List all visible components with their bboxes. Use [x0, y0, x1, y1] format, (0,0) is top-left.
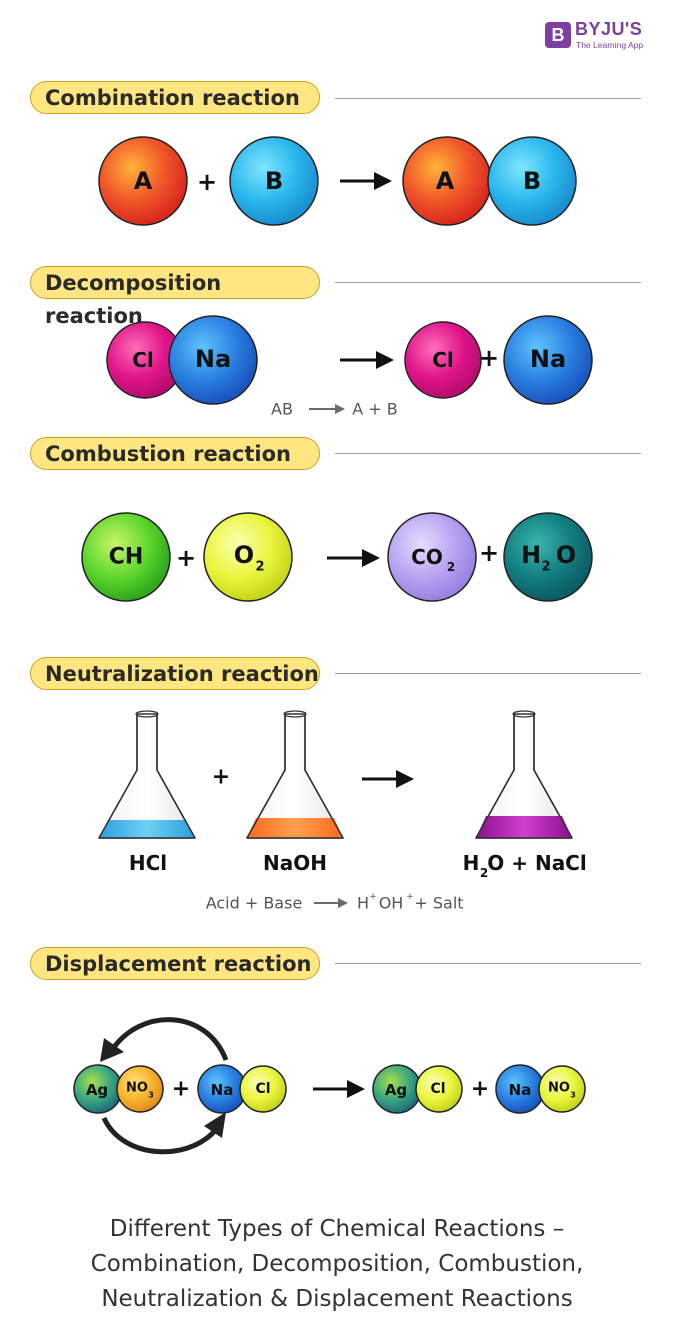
equation-left: Acid + Base	[206, 894, 303, 913]
atom-cl-reactant-label: Cl	[132, 348, 154, 372]
molecule-ch	[81, 512, 171, 602]
reaction-arrow	[362, 770, 414, 788]
brand-name: BYJU'S	[575, 19, 643, 39]
equation-rest: + Salt	[414, 894, 463, 913]
molecule-h2o	[503, 512, 593, 602]
atom-na-reactant-label: Na	[211, 1081, 234, 1099]
reaction-arrow	[327, 549, 380, 567]
molecule-co2	[387, 512, 477, 602]
atom-b-product-label: B	[523, 167, 541, 195]
caption-line-1: Different Types of Chemical Reactions –	[109, 1216, 565, 1242]
equation-right: A + B	[352, 400, 398, 419]
molecule-o2	[203, 512, 293, 602]
product-liquid	[476, 816, 572, 838]
plus-sign: +	[479, 539, 499, 567]
molecule-h2o-label-o: O	[556, 541, 576, 569]
acid-label: HCl	[129, 851, 167, 875]
plus-sign: +	[212, 765, 230, 790]
atom-cl-reactant-label: Cl	[255, 1081, 270, 1097]
reaction-arrow	[340, 172, 392, 190]
combustion-title: Combustion reaction	[30, 437, 320, 470]
atom-a-product-label: A	[436, 167, 455, 195]
brand-tagline: The Learning App	[576, 40, 644, 50]
displacement-diagram: Ag NO 3 + Na Cl Ag Cl + Na NO 3	[73, 1017, 586, 1155]
figure-caption: Different Types of Chemical Reactions – …	[0, 1212, 674, 1317]
atom-na-product-label: Na	[509, 1081, 532, 1099]
atom-no3-reactant-label: NO	[126, 1081, 148, 1096]
combination-divider	[335, 98, 641, 99]
atom-no3-reactant-subscript: 3	[148, 1091, 154, 1100]
acid-flask	[98, 710, 196, 839]
atom-cl-product	[415, 1065, 463, 1113]
caption-line-3: Neutralization & Displacement Reactions	[101, 1286, 573, 1312]
decomposition-diagram: Cl Na Cl + Na AB A + B	[106, 315, 593, 419]
atom-na-product-label: Na	[530, 345, 566, 373]
caption-line-2: Combination, Decomposition, Combustion,	[90, 1251, 584, 1277]
combination-title: Combination reaction	[30, 81, 320, 114]
atom-na-reactant-label: Na	[195, 345, 231, 373]
product-label-rest: O + NaCl	[487, 851, 586, 875]
equation-oh: OH	[379, 894, 404, 913]
displacement-title: Displacement reaction	[30, 947, 320, 980]
atom-na-reactant	[168, 315, 258, 405]
atom-cl-product-label: Cl	[432, 348, 454, 372]
swap-arrow-top	[109, 1017, 229, 1061]
reaction-arrow	[340, 351, 394, 369]
molecule-o2-subscript: 2	[255, 560, 264, 575]
base-liquid	[247, 818, 343, 838]
molecule-h2o-label-h: H	[521, 541, 541, 569]
decomposition-divider	[335, 282, 641, 283]
plus-sign: +	[479, 344, 499, 372]
neutralization-diagram: + HCl NaOH H 2 O + NaCl	[98, 710, 587, 913]
equation-sup2: +	[406, 892, 414, 902]
brand-logo-icon: B	[545, 22, 571, 48]
atom-no3-reactant	[116, 1065, 164, 1113]
decomposition-title: Decomposition reaction	[30, 266, 320, 328]
base-flask	[246, 710, 344, 839]
base-label: NaOH	[263, 851, 327, 875]
molecule-co2-subscript: 2	[447, 560, 455, 574]
atom-ag-product-label: Ag	[385, 1081, 407, 1099]
atom-b-product	[487, 136, 577, 226]
atom-ag-reactant-label: Ag	[86, 1081, 108, 1099]
combination-diagram: A + B A B	[98, 136, 577, 226]
atom-b-reactant-label: B	[265, 167, 283, 195]
neutralization-divider	[335, 673, 641, 674]
atom-cl-product-label: Cl	[430, 1081, 445, 1097]
atom-a-reactant	[98, 136, 188, 226]
atom-cl-product	[404, 321, 482, 399]
acid-liquid	[99, 820, 195, 838]
molecule-co2-label: CO	[411, 545, 443, 569]
atom-no3-product-subscript: 3	[570, 1091, 576, 1100]
neutralization-title: Neutralization reaction	[30, 657, 320, 690]
product-flask	[475, 710, 573, 839]
plus-sign: +	[471, 1077, 489, 1102]
molecule-h2o-subscript: 2	[541, 560, 550, 575]
brand-logo: B BYJU'S The Learning App	[545, 19, 655, 54]
plus-sign: +	[176, 544, 196, 572]
equation-sup1: +	[369, 892, 377, 902]
molecule-ch-label: CH	[109, 545, 144, 570]
plus-sign: +	[197, 168, 217, 196]
swap-arrow-bottom	[101, 1116, 223, 1155]
combustion-divider	[335, 453, 641, 454]
swap-arrow-top-head	[100, 1038, 124, 1062]
combustion-diagram: CH + O 2 CO 2 + H 2 O	[81, 512, 593, 602]
equation-h: H	[357, 894, 369, 913]
plus-sign: +	[172, 1077, 190, 1102]
displacement-divider	[335, 963, 641, 964]
atom-no3-product	[538, 1065, 586, 1113]
swap-arrow-bottom-head	[204, 1112, 226, 1138]
reaction-arrow	[313, 1080, 365, 1098]
atom-b-reactant	[229, 136, 319, 226]
product-label-subscript: 2	[480, 866, 488, 880]
atom-na-product	[503, 315, 593, 405]
atom-a-reactant-label: A	[134, 167, 153, 195]
equation-left: AB	[271, 400, 293, 419]
molecule-o2-label: O	[234, 541, 254, 569]
product-label-h: H	[463, 851, 480, 875]
atom-no3-product-label: NO	[548, 1081, 570, 1096]
atom-cl-reactant	[239, 1065, 287, 1113]
